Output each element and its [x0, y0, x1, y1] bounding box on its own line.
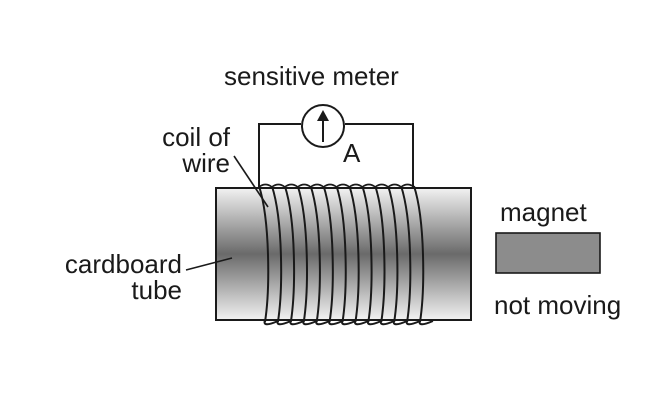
coil-top-loop	[336, 183, 350, 188]
tube-label-line1: cardboard	[64, 249, 182, 279]
coil-turn	[283, 185, 296, 323]
coil-turn	[335, 185, 347, 323]
coil-top-loop	[297, 183, 312, 188]
coil-top-loop	[374, 183, 389, 188]
magnet-state-label: not moving	[494, 290, 622, 320]
magnet	[495, 232, 601, 274]
coil-top-loop	[348, 183, 363, 188]
coil-turn	[270, 185, 283, 323]
coil-top-loop	[387, 183, 402, 188]
meter-label: sensitive meter	[224, 61, 399, 91]
circuit-wire	[258, 123, 414, 188]
meter-unit-label: A	[343, 138, 361, 168]
coil-label-line2: wire	[182, 148, 230, 178]
ammeter-symbol	[301, 104, 345, 148]
coil-top-loop	[271, 183, 286, 188]
coil-turn	[387, 185, 399, 323]
coil-turn	[413, 185, 425, 323]
tube-leader-line	[185, 257, 233, 271]
coil-top-loop	[323, 183, 337, 188]
cardboard-tube	[215, 187, 472, 321]
coil-turn	[322, 185, 334, 323]
coil-turn	[348, 185, 360, 323]
coil-turn	[309, 185, 321, 323]
coil-turn	[400, 185, 412, 323]
coil-leader-line	[233, 155, 269, 208]
coil-top-loop	[310, 183, 325, 188]
coil-top-loop	[284, 183, 299, 188]
coil-turn	[361, 185, 373, 323]
magnet-label: magnet	[500, 197, 587, 227]
coil-top-loop	[258, 183, 273, 188]
coil-turn	[296, 185, 308, 323]
coil-top-loop	[361, 183, 376, 188]
tube-label-line2: tube	[131, 275, 182, 305]
coil-turn	[374, 185, 386, 323]
coil-label-line1: coil of	[162, 122, 230, 152]
